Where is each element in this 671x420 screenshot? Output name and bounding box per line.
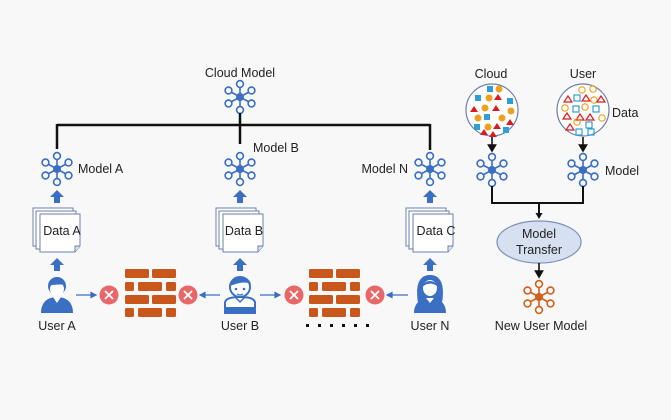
model-n-icon [414, 151, 446, 187]
model-b-label: Model B [253, 141, 299, 155]
cloud-label: Cloud [475, 67, 508, 81]
user-n-label: User N [411, 319, 450, 333]
merge-connector-lines [491, 186, 584, 214]
up-arrow-icon [233, 190, 247, 203]
model-b-icon [224, 151, 256, 187]
blocked-x-icon [177, 284, 199, 306]
arrow-right [76, 291, 98, 299]
user-b-icon [224, 276, 256, 314]
ellipsis-dots [306, 324, 369, 327]
arrow-down [487, 137, 588, 153]
cloud-model-icon [476, 152, 508, 188]
model-n-label: Model N [361, 162, 408, 176]
arrow-left [385, 291, 408, 299]
up-arrow-icon [233, 258, 247, 271]
model-label: Model [605, 164, 639, 178]
user-n-icon [414, 275, 446, 313]
user-label: User [570, 67, 596, 81]
up-arrow-icon [50, 190, 64, 203]
data-label: Data [612, 106, 638, 120]
model-transfer-line2: Transfer [516, 243, 562, 257]
user-data-circle [556, 83, 610, 137]
new-user-model-icon [523, 279, 555, 315]
arrow-right [260, 291, 282, 299]
data-a-label: Data A [43, 224, 81, 238]
new-user-model-label: New User Model [495, 319, 587, 333]
blocked-x-icon [283, 284, 305, 306]
arrow-down [534, 263, 544, 279]
user-a-label: User A [38, 319, 76, 333]
data-c-label: Data C [417, 224, 456, 238]
up-arrow-icon [423, 190, 437, 203]
model-transfer-line1: Model [522, 227, 556, 241]
user-data-points [561, 85, 607, 136]
model-a-icon [41, 151, 73, 187]
up-arrow-icon [423, 258, 437, 271]
model-transfer-node: Model Transfer [496, 220, 582, 264]
cloud-connector-lines [55, 113, 432, 150]
brick-wall-icon [125, 269, 176, 317]
cloud-data-circle [465, 83, 519, 137]
user-b-label: User B [221, 319, 259, 333]
data-b-label: Data B [225, 224, 263, 238]
arrow-down [535, 213, 543, 219]
brick-wall-icon [309, 269, 360, 317]
up-arrow-icon [50, 258, 64, 271]
blocked-x-icon [364, 284, 386, 306]
user-model-icon [567, 152, 599, 188]
blocked-x-icon [98, 284, 120, 306]
cloud-model-icon [224, 79, 256, 115]
cloud-model-label: Cloud Model [205, 66, 275, 80]
cloud-data-points [470, 85, 515, 137]
model-a-label: Model A [78, 162, 124, 176]
user-a-icon [41, 277, 73, 313]
arrow-left [198, 291, 220, 299]
